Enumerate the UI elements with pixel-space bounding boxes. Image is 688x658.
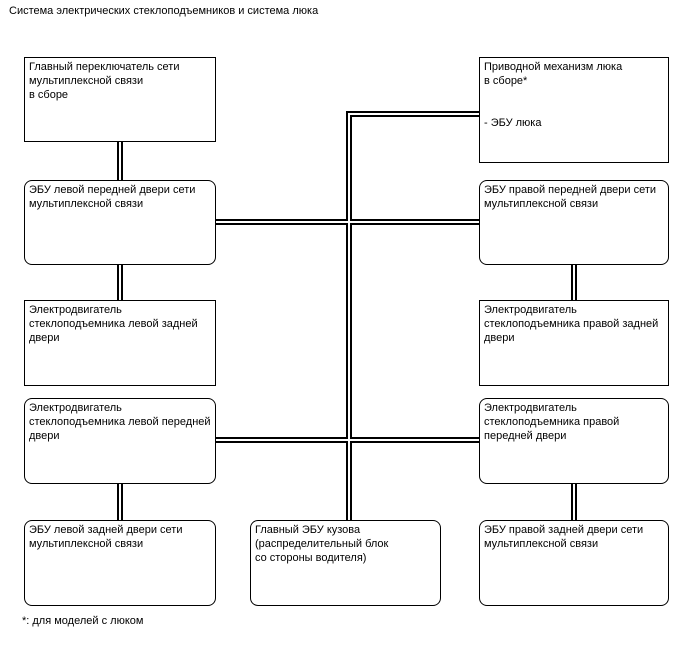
main-body-ecu-box: Главный ЭБУ кузова (распределительный бл… <box>250 520 441 606</box>
rear-left-motor-box: Электродвигатель стеклоподъемника левой … <box>24 300 216 386</box>
front-right-motor-box: Электродвигатель стеклоподъемника правой… <box>479 398 669 484</box>
front-left-door-ecu-box: ЭБУ левой передней двери сети мультиплек… <box>24 180 216 265</box>
footnote: *: для моделей с люком <box>22 615 144 627</box>
main-switch-box: Главный переключатель сети мультиплексно… <box>24 57 216 142</box>
sunroof-box: Приводной механизм люка в сборе* - ЭБУ л… <box>479 57 669 163</box>
rear-right-motor-box: Электродвигатель стеклоподъемника правой… <box>479 300 669 386</box>
rear-right-door-ecu-box: ЭБУ правой задней двери сети мультиплекс… <box>479 520 669 606</box>
bus-inner <box>119 113 575 521</box>
diagram-title: Система электрических стеклоподъемников … <box>9 5 319 17</box>
rear-left-door-ecu-box: ЭБУ левой задней двери сети мультиплексн… <box>24 520 216 606</box>
front-right-door-ecu-box: ЭБУ правой передней двери сети мультипле… <box>479 180 669 265</box>
front-left-motor-box: Электродвигатель стеклоподъемника левой … <box>24 398 216 484</box>
